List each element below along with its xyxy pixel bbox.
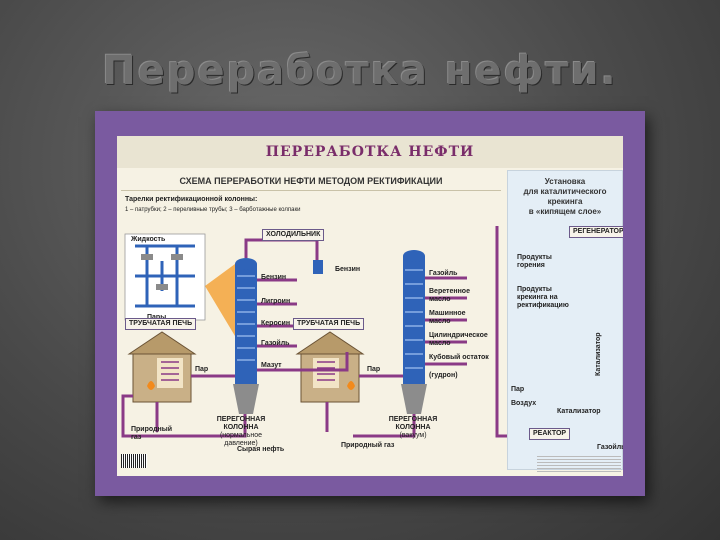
catalyst-label: Катализатор [557,408,601,415]
product-right-0: Газойль [429,270,458,277]
column-2-body [403,256,425,384]
furnace-2-label: ТРУБЧАТАЯ ПЕЧЬ [293,318,365,330]
cracking-panel-title: Установка для каталитического крекинга в… [523,177,607,216]
regenerator-label: РЕГЕНЕРАТОР [569,226,623,238]
product-right-1: Веретенное масло [429,288,470,303]
furnace-1 [127,331,197,403]
cracking-panel: Установка для каталитического крекинга в… [507,170,623,470]
reactor-label: РЕАКТОР [529,428,571,440]
natural-gas-1: Природный газ [131,426,173,441]
column-1-caption: ПЕРЕГОННАЯ КОЛОННА (нормальное давление) [216,416,266,447]
product-left-4: Газойль [261,340,290,347]
plates-caps [141,254,183,290]
product-left-2: Лигроин [261,298,291,305]
natural-gas-2: Природный газ [341,442,395,449]
product-right-2: Машинное масло [429,310,466,325]
separator [313,260,323,274]
steam-1-label: Пар [195,366,209,373]
steam-panel-label: Пар [511,386,525,393]
product-right-3: Цилиндрическое масло [429,332,488,347]
product-left-5: Мазут [261,362,282,369]
combustion-label: Продукты горения [517,254,552,269]
plates-note-detail: 1 – патрубки; 2 – переливные трубы; 3 – … [125,207,301,213]
plates-note: Тарелки ректификационной колонны: [125,196,258,203]
steam-2-label: Пар [367,366,381,373]
product-right-5: (гудрон) [429,372,458,379]
condenser-label: ХОЛОДИЛЬНИК [262,229,325,241]
furnace-1-label: ТРУБЧАТАЯ ПЕЧЬ [125,318,197,330]
furnace-2 [295,331,365,403]
air-label: Воздух [511,400,537,407]
column-2-caption: ПЕРЕГОННАЯ КОЛОННА (вакуум) [388,416,438,439]
barcode-icon [121,454,147,468]
poster-frame: ПЕРЕРАБОТКА НЕФТИ СХЕМА ПЕРЕРАБОТКИ НЕФТ… [95,111,645,496]
poster-subtitle: СХЕМА ПЕРЕРАБОТКИ НЕФТИ МЕТОДОМ РЕКТИФИК… [121,172,501,191]
slide-title: Переработка нефти. [102,48,618,94]
column-1-plates [237,275,255,361]
pipes [121,238,467,438]
product-left-1: Бензин [261,274,287,281]
inset-pointer [205,264,235,336]
poster-header: ПЕРЕРАБОТКА НЕФТИ [117,136,623,168]
product-left-3: Керосин [261,320,291,327]
cracking-products-label: Продукты крекинга на ректификацию [517,286,569,309]
gasoil-label: Газойль [597,444,623,451]
poster: ПЕРЕРАБОТКА НЕФТИ СХЕМА ПЕРЕРАБОТКИ НЕФТ… [117,136,623,476]
inset-liquid: Жидкость [131,236,166,243]
product-left-0: Бензин [335,266,361,273]
inset-vapors: Пары [147,314,166,322]
column-2-plates [405,269,423,369]
publisher-footer [537,454,621,472]
crude-oil-label: Сырая нефть [237,446,285,453]
column-1-base [233,384,259,414]
catalyst-vertical-label: Катализатор [595,332,602,377]
column-2-base [401,384,427,414]
product-right-4: Кубовый остаток [429,354,489,361]
